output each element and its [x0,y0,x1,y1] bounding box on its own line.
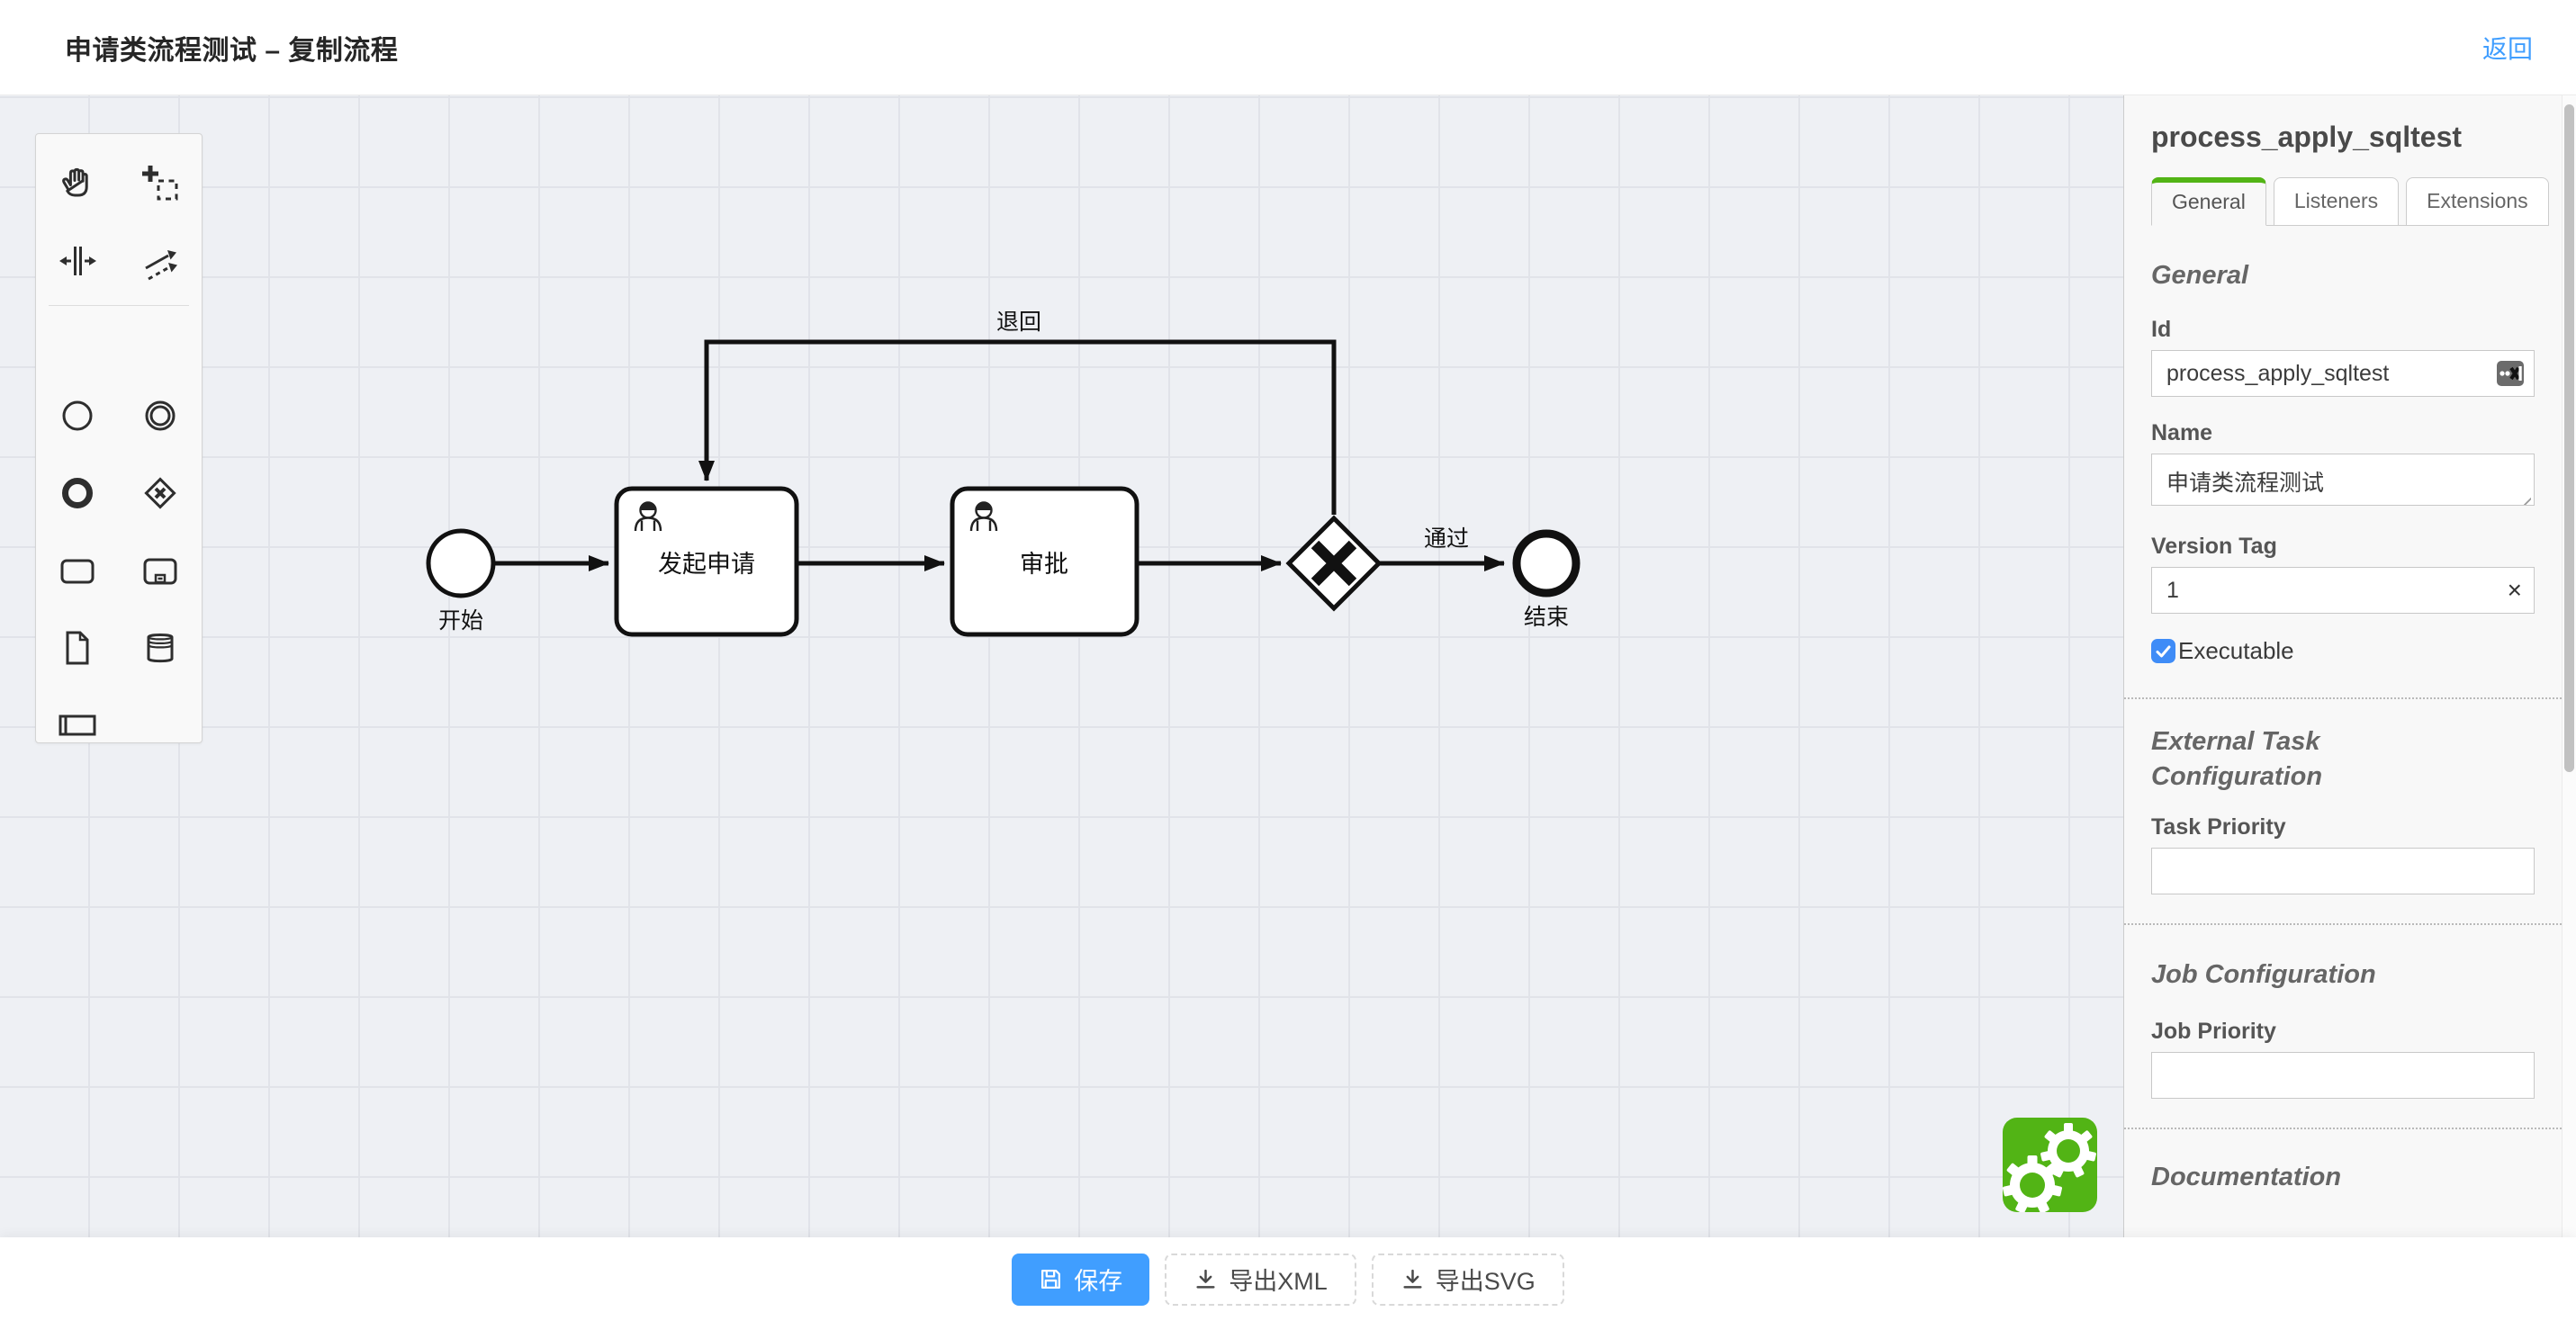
panel-scrollbar[interactable] [2562,95,2576,1237]
flow-reject-return[interactable] [698,339,1337,515]
task1-label: 发起申请 [658,551,755,578]
bpmn-diagram: 开始 发起申请 审批 [426,310,1581,637]
create-task[interactable] [36,532,119,609]
global-connect-tool[interactable] [119,222,202,300]
app-header: 申请类流程测试 – 复制流程 返回 [0,0,2576,95]
name-input[interactable]: 申请类流程测试 [2151,454,2535,507]
export-svg-label: 导出SVG [1435,1268,1536,1295]
bpmn-canvas[interactable]: 开始 发起申请 审批 [0,95,2123,1237]
save-button-label: 保存 [1074,1268,1123,1295]
group-divider [2124,923,2562,926]
create-exclusive-gateway[interactable] [119,454,202,532]
footer-toolbar: 保存 导出XML 导出SVG [0,1237,2576,1321]
data-object-icon [66,631,89,665]
data-store-icon [147,634,174,663]
clear-icon[interactable]: × [2507,576,2522,605]
hand-tool[interactable] [36,145,119,222]
node-end-event[interactable]: 结束 [1512,529,1581,630]
panel-tabs: General Listeners Extensions [2151,177,2549,226]
node-exclusive-gateway[interactable] [1285,515,1383,612]
id-input[interactable] [2151,350,2535,398]
create-end-event[interactable] [36,454,119,532]
space-tool-icon [59,247,96,275]
node-user-task-approve[interactable]: 审批 [950,486,1139,637]
check-icon [2156,645,2171,658]
page-title: 申请类流程测试 – 复制流程 [65,35,399,66]
end-event-icon [62,478,93,508]
user-task-icon [634,501,662,532]
back-link[interactable]: 返回 [2481,34,2533,63]
node-start-event[interactable]: 开始 [426,528,496,634]
group-heading-external-task: External Task Configuration [2151,727,2323,792]
subprocess-icon [143,558,177,585]
properties-panel: process_apply_sqltest General Listeners … [2123,95,2562,1321]
export-xml-label: 导出XML [1229,1268,1328,1295]
export-xml-button[interactable]: 导出XML [1165,1253,1356,1306]
user-task-icon [969,501,998,532]
palette-separator [49,305,189,318]
id-edit-badge-icon[interactable] [2497,361,2524,387]
tab-general[interactable]: General [2151,177,2266,226]
create-intermediate-event[interactable] [119,377,202,454]
create-participant[interactable] [36,687,119,764]
scrollbar-thumb[interactable] [2564,104,2574,772]
group-heading-general: General [2151,261,2248,290]
tab-extensions[interactable]: Extensions [2406,177,2549,226]
job-priority-label: Job Priority [2151,1018,2276,1044]
name-label: Name [2151,420,2213,446]
create-data-object[interactable] [36,609,119,687]
process-id-title: process_apply_sqltest [2151,121,2463,153]
flow-label-reject[interactable]: 退回 [996,310,1041,335]
task-priority-input[interactable] [2151,848,2535,895]
version-tag-label: Version Tag [2151,534,2277,560]
create-subprocess[interactable] [119,532,202,609]
task2-label: 审批 [1020,551,1068,578]
bpmn-palette [35,133,203,743]
save-icon [1041,1270,1061,1289]
group-divider [2124,1127,2562,1129]
create-data-store[interactable] [119,609,202,687]
group-divider [2124,697,2562,700]
intermediate-event-icon [145,400,176,431]
gateway-icon [144,477,176,509]
participant-icon [59,714,96,736]
lasso-tool[interactable] [119,145,202,222]
bpmnio-logo[interactable] [2003,1118,2097,1212]
start-event-label: 开始 [438,608,483,634]
group-heading-job: Job Configuration [2151,960,2376,990]
job-priority-input[interactable] [2151,1051,2535,1099]
task-icon [60,559,95,584]
download-icon [1196,1269,1215,1289]
save-button[interactable]: 保存 [1012,1253,1150,1306]
space-tool[interactable] [36,222,119,300]
flow-label-pass[interactable]: 通过 [1424,526,1469,552]
tab-listeners[interactable]: Listeners [2273,177,2400,226]
task-priority-label: Task Priority [2151,814,2286,840]
global-connect-icon [145,250,177,281]
start-event-icon [62,400,93,431]
executable-row: Executable [2151,637,2535,665]
end-event-label: 结束 [1524,605,1569,630]
group-heading-documentation: Documentation [2151,1162,2342,1191]
download-icon [1403,1269,1422,1289]
hand-icon [62,167,88,197]
executable-label: Executable [2178,637,2294,665]
export-svg-button[interactable]: 导出SVG [1371,1253,1564,1306]
version-tag-input[interactable] [2151,567,2535,615]
create-start-event[interactable] [36,377,119,454]
palette-empty-cell [119,687,202,764]
executable-checkbox[interactable] [2151,639,2175,664]
lasso-icon [142,166,178,201]
node-user-task-apply[interactable]: 发起申请 [614,486,799,637]
id-label: Id [2151,317,2172,343]
